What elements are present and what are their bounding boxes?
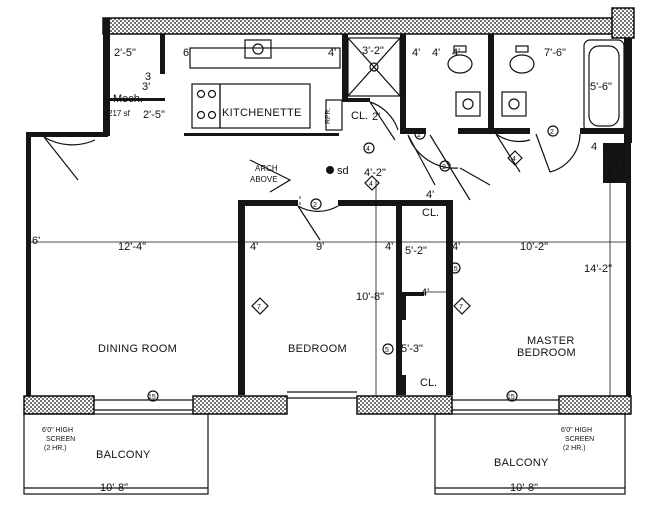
vanity-sink-2 <box>501 91 527 117</box>
tag-window-dining: 15 <box>148 394 156 401</box>
tags: 2 2 2 3 4 2 4 15 15 5 15 <box>145 71 597 402</box>
screen-right-2: SCREEN <box>565 436 594 443</box>
tag-door-a: 2 <box>417 132 421 139</box>
dim-mech-2-5: 2'-5" <box>143 109 165 121</box>
arch-label-2: ABOVE <box>250 175 278 184</box>
tag-door-b: 2 <box>442 164 446 171</box>
mech-label: Mech. <box>113 93 143 105</box>
balcony-right-label: BALCONY <box>494 457 549 469</box>
kitchenette-label: KITCHENETTE <box>222 107 302 119</box>
master-bedroom-label-1: MASTER <box>527 335 575 347</box>
dim-14-2: 14'-2" <box>584 263 612 275</box>
diamond-tags: 7 7 4 4 <box>251 150 523 315</box>
dim-4g: 4' <box>385 241 393 253</box>
dim-10-8: 10'-8" <box>356 291 384 303</box>
balcony-right <box>434 413 626 495</box>
bathtub <box>583 39 625 133</box>
dim-4e: 4' <box>426 189 434 201</box>
room-labels: Mech. 217 sf KITCHENETTE DINING ROOM BED… <box>96 93 576 469</box>
kitchen-sink <box>244 39 272 59</box>
dim-10-2: 10'-2" <box>520 241 548 253</box>
dim-5-6: 5'-6" <box>590 81 612 93</box>
screen-left-3: (2 HR.) <box>44 445 67 452</box>
dim-top-4b: 4' <box>412 47 420 59</box>
dim-top-4d: 4' <box>452 47 460 59</box>
screen-right-1: 6'0" HIGH <box>561 427 592 434</box>
smoke-detector-label: sd <box>337 165 349 177</box>
dim-balcony-right: 10'-8" <box>510 482 538 494</box>
closet-label-3: CL. <box>420 377 437 389</box>
balconies <box>23 413 626 495</box>
doors <box>43 101 581 241</box>
dim-3: 3' <box>142 81 150 93</box>
mech-area: 217 sf <box>108 109 131 118</box>
dim-9: 9' <box>316 241 324 253</box>
bottom-wall <box>23 391 632 415</box>
shower <box>347 37 401 97</box>
dim-4f: 4' <box>250 241 258 253</box>
tag-bedroom: 5 <box>385 347 389 354</box>
dim-5-3: 5'-3" <box>401 343 423 355</box>
master-bedroom-label-2: BEDROOM <box>517 347 576 359</box>
balcony-left-label: BALCONY <box>96 449 151 461</box>
dim-12-4: 12'-4" <box>118 241 146 253</box>
tag-door-f: 2 <box>550 129 554 136</box>
dim-top-3-2: 3'-2" <box>362 45 384 57</box>
refrigerator <box>325 99 343 131</box>
closet-label-1: CL. <box>351 110 368 122</box>
dim-2: 2' <box>372 111 380 123</box>
dim-6: 6' <box>32 235 40 247</box>
screen-left-1: 6'0" HIGH <box>42 427 73 434</box>
screen-right-3: (2 HR.) <box>563 445 586 452</box>
vanity-sink-1 <box>455 91 481 117</box>
closet-label-2: CL. <box>422 207 439 219</box>
dim-top-4a: 4' <box>328 47 336 59</box>
diamond-bedroom: 7 <box>257 304 261 311</box>
dim-top-6: 6' <box>183 47 191 59</box>
diamond-bath: 4 <box>512 156 516 163</box>
dim-top-4c: 4' <box>432 47 440 59</box>
dining-room-label: DINING ROOM <box>98 343 177 355</box>
toilet-2 <box>509 54 535 74</box>
kitchen-counter <box>219 83 311 129</box>
tag-door-c: 2 <box>313 202 317 209</box>
bedroom-label: BEDROOM <box>288 343 347 355</box>
dim-balcony-left: 10'-8" <box>100 482 128 494</box>
exterior-walls <box>26 7 635 398</box>
fixtures <box>189 37 625 181</box>
smoke-detector-icon <box>326 166 334 174</box>
toilet-1 <box>447 54 473 74</box>
dimension-labels: 2'-5" 6' 4' 3'-2" 4' 4' 4' 7'-6" 3' 2'-5… <box>32 45 612 494</box>
dim-4-2: 4'-2" <box>364 167 386 179</box>
tag-door-e: 4 <box>591 141 597 153</box>
arch-label-1: ARCH <box>255 164 278 173</box>
tag-window-master: 15 <box>507 394 515 401</box>
tag-door-d: 3 <box>145 71 151 83</box>
screen-left-2: SCREEN <box>46 436 75 443</box>
annotations: ARCH ABOVE sd RFR. 6'0" HIGH SCREEN (2 H… <box>42 108 594 452</box>
tag-closet: 15 <box>450 266 458 273</box>
dim-5-2: 5'-2" <box>405 245 427 257</box>
tag-door-g: 4 <box>366 146 370 153</box>
diamond-hall: 4 <box>369 181 373 188</box>
dim-4i: 4' <box>421 287 429 299</box>
balcony-left <box>23 413 209 495</box>
diamond-master: 7 <box>459 304 463 311</box>
dim-top-2-5: 2'-5" <box>114 47 136 59</box>
refrigerator-label: RFR. <box>325 108 332 124</box>
dim-4h: 4' <box>452 241 460 253</box>
cooktop <box>191 83 221 129</box>
dim-top-7-6: 7'-6" <box>544 47 566 59</box>
dimension-lines <box>31 143 626 396</box>
